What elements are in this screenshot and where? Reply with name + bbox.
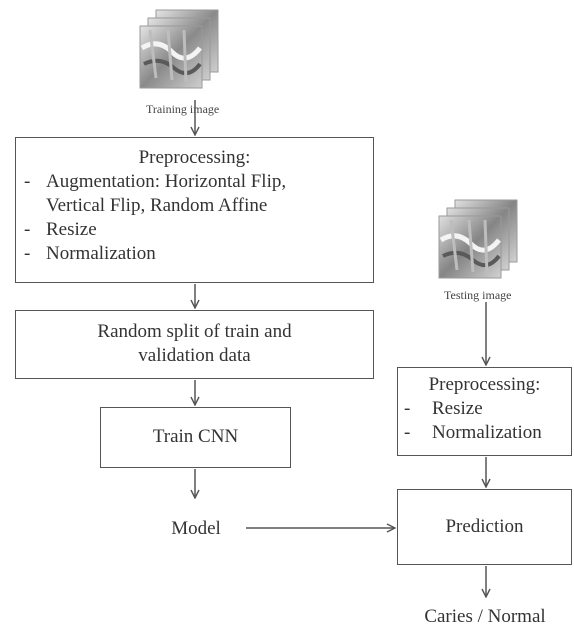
testing-normalization-label: Normalization	[432, 422, 542, 443]
testing-resize-item: - Resize	[398, 397, 571, 421]
testing-image-caption: Testing image	[444, 288, 512, 302]
testing-normalization-item: - Normalization	[398, 421, 571, 445]
random-split-box: Random split of train and validation dat…	[15, 310, 374, 379]
xray-image-icon	[438, 199, 518, 279]
xray-image-icon	[139, 9, 219, 89]
augmentation-item: - Augmentation: Horizontal Flip,	[16, 170, 373, 194]
prediction-label: Prediction	[445, 516, 524, 537]
train-cnn-label: Train CNN	[152, 426, 239, 447]
augmentation-continued: Vertical Flip, Random Affine	[16, 194, 373, 218]
testing-preprocessing-title: Preprocessing:	[428, 374, 541, 395]
bullet-dash: -	[24, 171, 31, 192]
augmentation-label-2: Vertical Flip, Random Affine	[46, 195, 268, 216]
resize-label: Resize	[46, 219, 97, 240]
bullet-dash: -	[24, 243, 31, 264]
random-split-line2: validation data	[138, 345, 251, 366]
augmentation-label: Augmentation: Horizontal Flip,	[46, 171, 287, 192]
output-label: Caries / Normal	[424, 606, 546, 627]
normalization-label: Normalization	[46, 243, 156, 264]
training-image-stack	[138, 8, 224, 96]
training-image-caption: Training image	[146, 102, 220, 116]
normalization-item: - Normalization	[16, 242, 373, 266]
training-preprocessing-title: Preprocessing:	[138, 147, 251, 168]
model-label: Model	[171, 518, 221, 539]
random-split-line1: Random split of train and	[97, 321, 292, 342]
bullet-dash: -	[404, 398, 411, 419]
testing-image-stack	[437, 198, 523, 286]
resize-item: - Resize	[16, 218, 373, 242]
prediction-box: Prediction	[397, 489, 572, 565]
testing-preprocessing-box: Preprocessing: - Resize - Normalization	[397, 367, 572, 456]
training-preprocessing-box: Preprocessing: - Augmentation: Horizonta…	[15, 137, 374, 283]
bullet-dash: -	[404, 422, 411, 443]
bullet-dash: -	[24, 219, 31, 240]
testing-resize-label: Resize	[432, 398, 483, 419]
train-cnn-box: Train CNN	[100, 407, 291, 468]
